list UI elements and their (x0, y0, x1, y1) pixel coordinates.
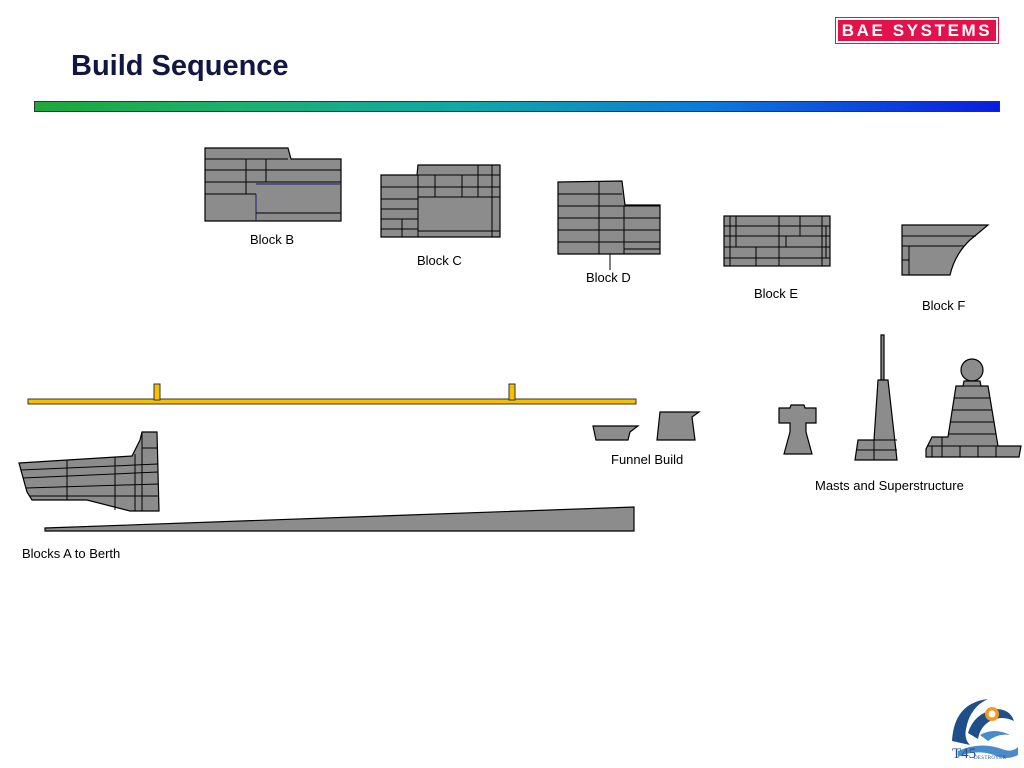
bae-systems-logo: BAE SYSTEMS (836, 18, 998, 43)
block-f-label: Block F (922, 298, 966, 313)
masts-superstructure-label: Masts and Superstructure (815, 478, 964, 493)
build-rail (27, 383, 637, 405)
superstructure-part (925, 358, 1022, 458)
block-d-shape (557, 180, 661, 255)
funnel-build-label: Funnel Build (611, 452, 684, 467)
block-b-shape (204, 147, 342, 222)
block-c-label: Block C (417, 253, 462, 268)
page-title: Build Sequence (71, 50, 289, 82)
block-d-label: Block D (586, 270, 631, 285)
block-e-shape (723, 215, 831, 267)
block-d-leader-line (609, 254, 611, 270)
hull-blocks-a-shape (18, 431, 160, 512)
block-f-shape (901, 224, 990, 276)
gradient-divider (34, 101, 1000, 112)
berth-ramp (44, 506, 635, 532)
funnel-upper-part (656, 411, 701, 441)
mast-small-part (778, 404, 817, 455)
crest-destroyer-text: DESTROYER (974, 756, 1007, 761)
block-c-shape (380, 164, 501, 238)
funnel-lower-part (592, 425, 640, 441)
block-b-label: Block B (250, 232, 295, 247)
mast-tall-part (854, 334, 898, 461)
block-e-label: Block E (754, 286, 799, 301)
berth-label: Blocks A to Berth (22, 546, 121, 561)
crest-t45-text: T45 (952, 746, 977, 762)
t45-destroyer-crest-icon (952, 699, 1018, 758)
